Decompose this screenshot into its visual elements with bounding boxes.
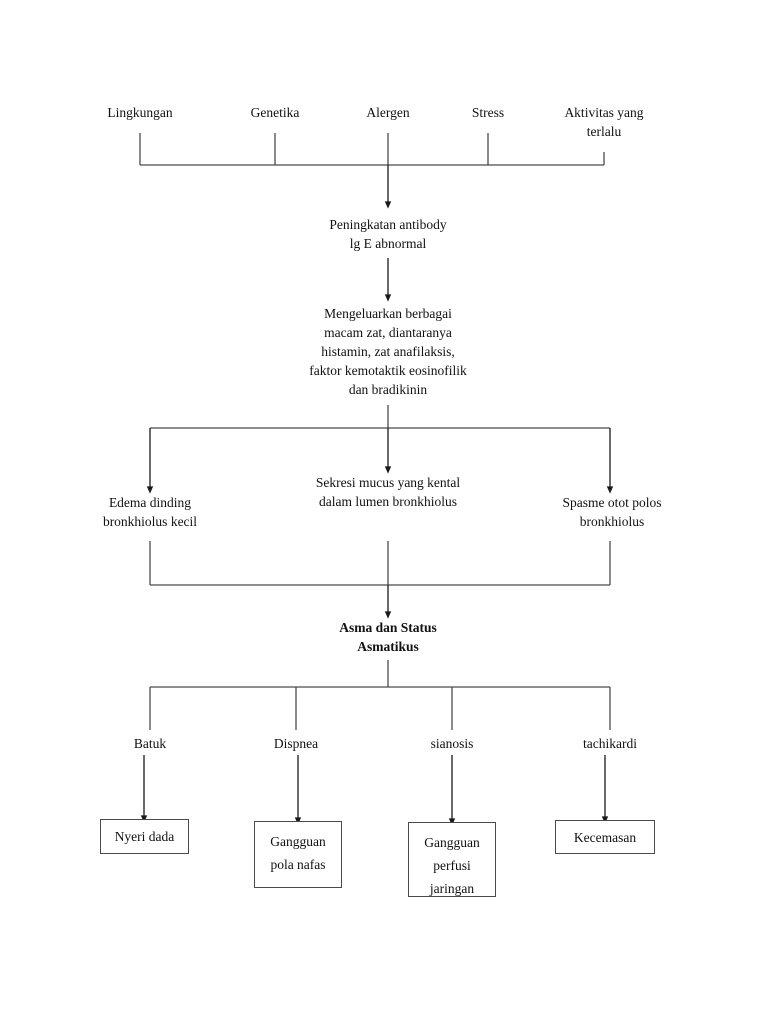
outcome-box-gangguan-perfusi-jaringan: Gangguan perfusi jaringan [408,822,496,897]
trigger-lingkungan: Lingkungan [107,105,173,120]
diagnosis-asma-status-asmatikus: Asma dan Status Asmatikus [339,620,437,654]
branch-spasme-otot: Spasme otot polos bronkhiolus [562,495,662,529]
symptom-dispnea: Dispnea [273,736,319,751]
trigger-alergen: Alergen [366,105,410,120]
outcome-box-gangguan-pola-nafas: Gangguan pola nafas [254,821,342,888]
branch-sekresi-mucus: Sekresi mucus yang kental dalam lumen br… [315,475,461,509]
symptom-tachikardi: tachikardi [583,736,637,751]
branch-edema-dinding: Edema dinding bronkhiolus kecil [102,495,198,529]
outcome-box-nyeri-dada: Nyeri dada [100,819,189,854]
trigger-stress: Stress [471,105,505,120]
step-peningkatan-antibody: Peningkatan antibody lg E abnormal [329,217,447,251]
step-mengeluarkan-zat: Mengeluarkan berbagai macam zat, diantar… [309,306,467,397]
symptom-batuk: Batuk [133,736,167,751]
symptom-sianosis: sianosis [430,736,474,751]
trigger-aktivitas: Aktivitas yang terlalu [564,105,644,139]
outcome-box-kecemasan: Kecemasan [555,820,655,854]
trigger-genetika: Genetika [250,105,300,120]
